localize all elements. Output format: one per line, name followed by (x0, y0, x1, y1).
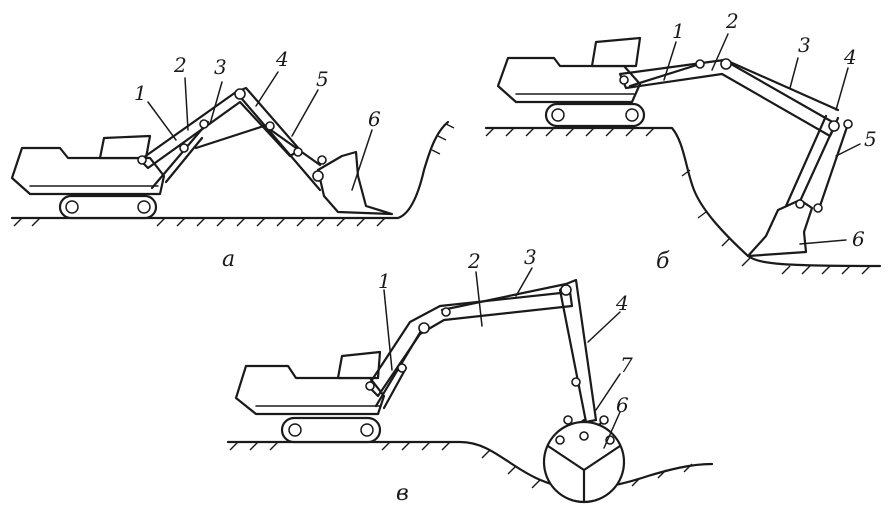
cab-roof-b (590, 36, 642, 68)
label-b-2: 2 (725, 9, 739, 33)
leaders-c (383, 267, 621, 449)
stick-a (234, 90, 322, 192)
stick-cylinder-b (728, 60, 840, 112)
ground-hatch-c (229, 441, 693, 489)
label-a-2: 2 (173, 53, 187, 77)
label-a-3: 3 (214, 55, 227, 79)
ground-a (10, 120, 450, 220)
label-c-3: 3 (524, 245, 537, 269)
leaders-a (147, 71, 373, 191)
label-a-1: 1 (134, 81, 147, 105)
boom-c (366, 290, 574, 398)
stick-c (558, 278, 598, 424)
pins-b (619, 58, 853, 213)
track-rollers-c (288, 423, 374, 437)
boom-b (618, 58, 838, 138)
cab-body-a (10, 146, 166, 196)
ground-hatch-b (485, 127, 871, 275)
caption-b: б (656, 249, 670, 274)
label-a-6: 6 (368, 107, 381, 131)
boom-a (138, 86, 302, 170)
ground-b (484, 126, 882, 268)
caption-a: а (222, 247, 235, 272)
track-rollers-a (65, 200, 151, 214)
bucket-cylinder-b (818, 122, 850, 208)
tracks-b (544, 102, 646, 128)
tracks-a (58, 194, 158, 220)
bucket-cylinder-a (266, 126, 322, 167)
panel-a: 1 2 3 4 5 6 а (10, 47, 455, 272)
label-c-1: 1 (378, 269, 391, 293)
panel-b: 1 2 3 4 5 6 б (484, 9, 882, 275)
label-a-4: 4 (275, 47, 289, 71)
clamshell-split-c (546, 444, 622, 504)
stick-cylinder-c (440, 282, 568, 312)
ground-hatch-a (13, 123, 455, 227)
panel-c: 1 2 3 4 7 6 в (226, 245, 714, 506)
leaders-b (663, 33, 861, 245)
label-b-4: 4 (843, 45, 857, 69)
bucket-b (746, 198, 814, 258)
label-c-7: 7 (620, 353, 633, 377)
track-rollers-b (551, 108, 639, 122)
label-c-4: 4 (615, 291, 629, 315)
label-c-6: 6 (616, 393, 629, 417)
label-b-1: 1 (672, 19, 685, 43)
label-b-5: 5 (864, 127, 877, 151)
stick-cylinder-a (194, 122, 272, 150)
label-a-5: 5 (316, 67, 329, 91)
label-b-6: 6 (852, 227, 865, 251)
label-b-3: 3 (798, 33, 811, 57)
label-c-2: 2 (467, 249, 481, 273)
lift-cylinder-rod-a (164, 136, 204, 184)
ground-c (226, 440, 714, 490)
caption-c: в (396, 481, 409, 506)
lift-cylinder-rod-c (382, 366, 408, 410)
cab-roof-a (98, 134, 152, 160)
cab-roof-c (336, 350, 382, 380)
pins-a (137, 88, 327, 182)
tracks-c (280, 416, 382, 444)
pins-c (365, 284, 615, 445)
